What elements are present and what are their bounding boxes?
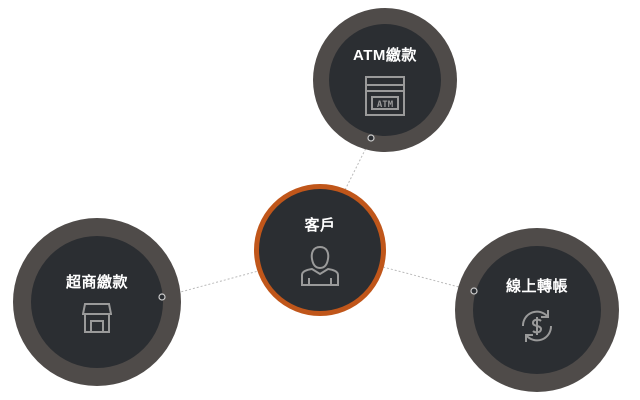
- store-label: 超商繳款: [65, 273, 128, 291]
- user-icon: [300, 245, 340, 287]
- customer-label: 客戶: [304, 216, 336, 234]
- svg-text:ATM: ATM: [377, 100, 394, 110]
- atm-label: ATM繳款: [353, 46, 417, 64]
- transfer-dollar-icon: [517, 306, 557, 346]
- node-store: 超商繳款: [13, 218, 181, 386]
- store-icon: [82, 302, 112, 334]
- node-transfer: 線上轉帳: [455, 228, 619, 392]
- atm-icon: ATM: [364, 75, 406, 117]
- node-customer: 客戶: [254, 184, 386, 316]
- node-atm: ATM繳款 ATM: [313, 8, 457, 152]
- transfer-label: 線上轉帳: [505, 277, 568, 295]
